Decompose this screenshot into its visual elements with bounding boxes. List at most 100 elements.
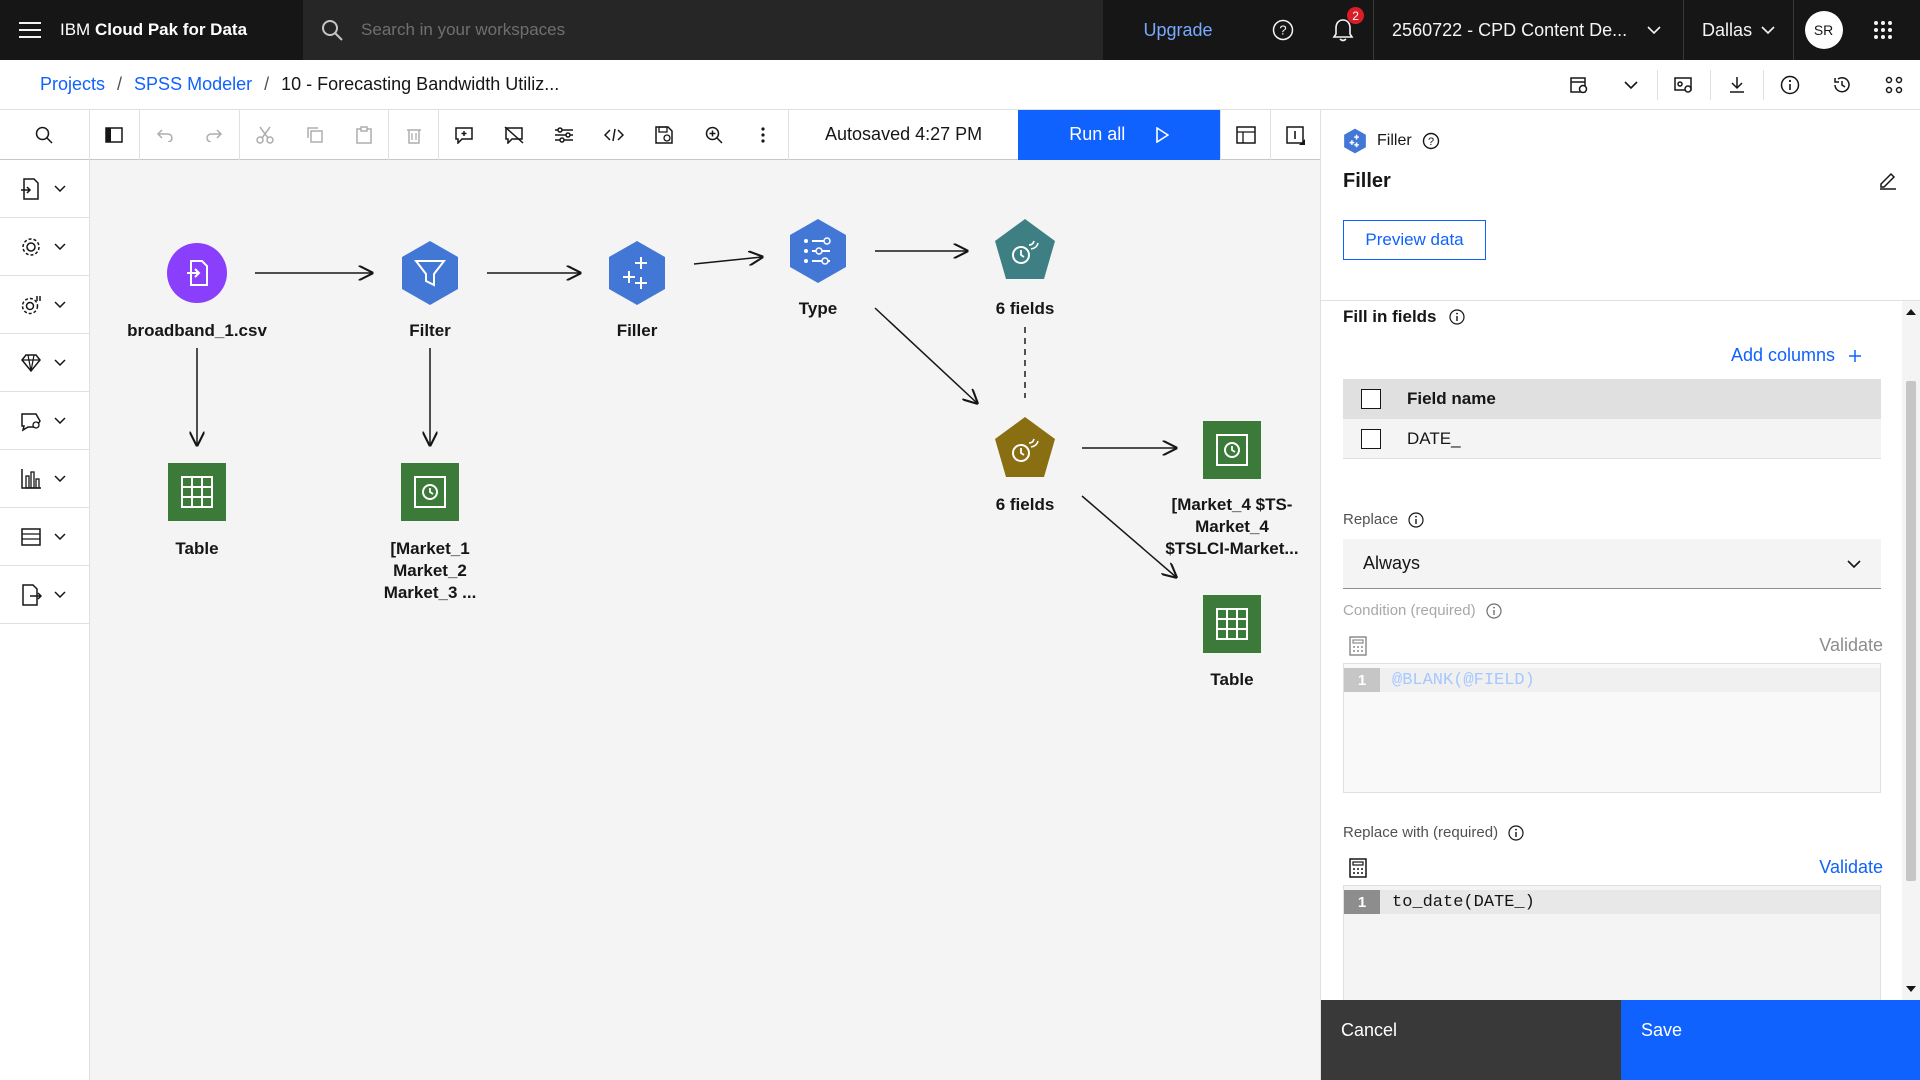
copy-icon[interactable] [290, 110, 340, 160]
node-timeplot-right[interactable] [1203, 421, 1261, 484]
condition-validate-button[interactable]: Validate [1819, 635, 1883, 655]
region-switcher[interactable]: Dallas [1683, 0, 1793, 60]
account-switcher[interactable]: 2560722 - CPD Content De... [1373, 0, 1683, 60]
node-fields-top[interactable] [993, 219, 1057, 286]
search-input[interactable] [361, 20, 1062, 40]
breadcrumb-bar: Projects / SPSS Modeler / 10 - Forecasti… [0, 60, 1920, 110]
cut-icon[interactable] [240, 110, 290, 160]
hide-comments-icon[interactable] [489, 110, 539, 160]
timeplot-left-line-2: Market_2 [393, 561, 467, 580]
history-icon[interactable] [1816, 60, 1868, 110]
overflow-menu-icon[interactable] [739, 109, 789, 160]
product-name[interactable]: IBM Cloud Pak for Data [60, 20, 303, 40]
upgrade-link[interactable]: Upgrade [1143, 19, 1213, 40]
outputs-icon[interactable] [1220, 109, 1270, 160]
panel-scrollbar[interactable] [1902, 301, 1920, 1000]
redo-icon[interactable] [190, 109, 240, 160]
palette-modeling[interactable] [0, 334, 89, 392]
save-button[interactable]: Save [1621, 1000, 1920, 1080]
info-icon[interactable] [1764, 60, 1816, 110]
node-label-table-right: Table [1210, 670, 1254, 689]
node-label-filler: Filler [616, 321, 658, 340]
menu-icon[interactable] [0, 0, 60, 60]
code-icon[interactable] [589, 110, 639, 160]
node-fields-bottom[interactable] [993, 417, 1057, 484]
palette-record-operations[interactable] [0, 218, 89, 276]
cancel-button[interactable]: Cancel [1321, 1000, 1621, 1080]
flow-settings-icon[interactable] [1553, 60, 1605, 110]
breadcrumb-spss-modeler[interactable]: SPSS Modeler [134, 74, 253, 94]
node-filter[interactable] [399, 241, 461, 310]
bell-icon [1332, 19, 1354, 42]
delete-icon[interactable] [389, 109, 440, 160]
zoom-icon[interactable] [689, 110, 739, 160]
save-version-icon[interactable] [639, 110, 689, 160]
node-label-table-left: Table [175, 539, 219, 558]
panel-scroll-area[interactable]: Fill in fields Add columns Field name DA… [1321, 301, 1920, 1000]
info-icon[interactable] [1508, 824, 1524, 841]
add-columns-button[interactable]: Add columns [1731, 345, 1861, 366]
replace-label-text: Replace [1343, 511, 1399, 528]
palette-import[interactable] [0, 160, 89, 218]
chevron-down-icon[interactable] [1605, 60, 1657, 110]
app-switcher-icon[interactable] [1853, 0, 1913, 60]
info-icon[interactable] [1408, 511, 1424, 528]
replace-with-editor[interactable]: 1 to_date(DATE_) [1343, 885, 1881, 1000]
replace-with-expression-builder-icon[interactable] [1349, 858, 1367, 883]
undo-icon[interactable] [140, 110, 190, 160]
palette-field-operations[interactable] [0, 276, 89, 334]
timeplot-right-line-3: $TSLCI-Market... [1165, 539, 1299, 558]
info-icon[interactable] [1448, 309, 1465, 325]
list-icon [21, 527, 41, 546]
palette-export[interactable] [0, 566, 89, 624]
breadcrumb-projects[interactable]: Projects [40, 74, 106, 94]
chevron-down-icon [1761, 26, 1775, 34]
scroll-up-icon[interactable] [1906, 309, 1916, 315]
toggle-palette-icon[interactable] [90, 109, 140, 160]
palette-graphs[interactable] [0, 450, 89, 508]
flow-canvas[interactable]: broadband_1.csv Filter Filler Type [90, 160, 1320, 1080]
collaborators-icon[interactable] [1868, 60, 1920, 110]
run-all-button[interactable]: Run all [1018, 109, 1221, 160]
user-menu[interactable]: SR [1793, 0, 1853, 60]
download-icon[interactable] [1711, 60, 1763, 110]
node-type[interactable] [787, 219, 849, 288]
messages-icon[interactable] [1270, 109, 1320, 160]
scroll-down-icon[interactable] [1906, 986, 1916, 992]
node-table-right[interactable] [1203, 595, 1261, 658]
field-name-header: Field name [1407, 389, 1496, 408]
notification-button[interactable]: 2 [1313, 0, 1373, 60]
panel-scrollbar-thumb[interactable] [1906, 381, 1916, 881]
timeplot-right-line-1: [Market_4 $TS- [1171, 495, 1293, 514]
palette-search-icon[interactable] [0, 109, 90, 160]
add-comment-icon[interactable] [439, 110, 489, 160]
info-icon[interactable] [1485, 602, 1502, 619]
replace-with-label-text: Replace with (required) [1343, 824, 1499, 841]
node-source[interactable] [167, 243, 227, 308]
replace-dropdown[interactable]: Always [1343, 539, 1881, 589]
panel-node-type-label: Filler [1377, 132, 1412, 149]
condition-label: Condition (required) [1343, 602, 1502, 619]
bar-chart-icon [21, 468, 41, 489]
node-table-left[interactable] [168, 463, 226, 526]
flow-properties-icon[interactable] [539, 110, 589, 160]
environment-icon[interactable] [1658, 60, 1710, 110]
replace-with-validate-button[interactable]: Validate [1819, 857, 1883, 877]
condition-editor[interactable]: 1 @BLANK(@FIELD) [1343, 663, 1881, 793]
condition-line-number: 1 [1344, 668, 1380, 692]
palette-outputs[interactable] [0, 508, 89, 566]
node-filler[interactable] [606, 241, 668, 310]
edit-title-icon[interactable] [1878, 170, 1898, 195]
paste-icon[interactable] [339, 109, 390, 160]
palette-text-analytics[interactable] [0, 392, 89, 450]
help-icon[interactable]: ? [1422, 132, 1440, 150]
search-bar[interactable] [303, 0, 1104, 60]
chevron-down-icon [1847, 559, 1861, 568]
select-all-checkbox[interactable] [1361, 389, 1381, 409]
preview-data-button[interactable]: Preview data [1343, 220, 1486, 260]
help-icon[interactable]: ? [1253, 0, 1313, 60]
node-timeplot-left[interactable] [401, 463, 459, 526]
condition-expression-builder-icon[interactable] [1349, 636, 1367, 661]
row-checkbox[interactable] [1361, 428, 1381, 449]
table-row[interactable]: DATE_ [1343, 419, 1881, 459]
